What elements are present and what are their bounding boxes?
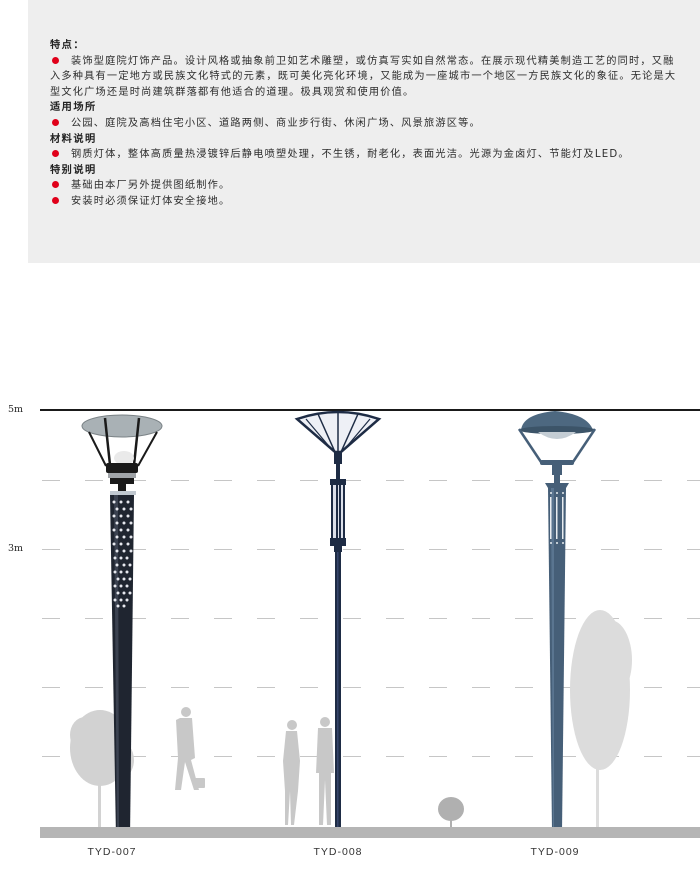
special-notes-heading: 特别说明 xyxy=(50,164,97,176)
tree-right-icon xyxy=(570,610,632,827)
red-bullet-icon xyxy=(52,181,59,189)
spec-content: 特点： 装饰型庭院灯饰产品。设计风格或抽象前卫如艺术雕塑，或仿真写实如自然常态。… xyxy=(50,38,690,210)
special-note-item: 基础由本厂另外提供图纸制作。 xyxy=(50,178,690,194)
features-heading: 特点： xyxy=(50,40,86,51)
person-woman-icon xyxy=(283,720,300,825)
applications-item: 公园、庭院及高档住宅小区、道路两侧、商业步行街、休闲广场、风景旅游区等。 xyxy=(50,116,690,132)
special-note-text: 安装时必须保证灯体安全接地。 xyxy=(71,195,231,207)
special-note-item: 安装时必须保证灯体安全接地。 xyxy=(50,194,690,210)
height-label-5m: 5m xyxy=(8,404,24,415)
applications-text: 公园、庭院及高档住宅小区、道路两侧、商业步行街、休闲广场、风景旅游区等。 xyxy=(71,117,481,129)
red-bullet-icon xyxy=(52,56,59,64)
special-note-text: 基础由本厂另外提供图纸制作。 xyxy=(71,180,231,192)
materials-item: 钢质灯体，整体高质量热浸镀锌后静电喷塑处理，不生锈，耐老化，表面光洁。光源为金卤… xyxy=(50,147,690,163)
lamp-tyd-008 xyxy=(294,410,382,838)
features-text: 装饰型庭院灯饰产品。设计风格或抽象前卫如艺术雕塑，或仿真写实如自然常态。在展示现… xyxy=(50,54,690,101)
materials-heading: 材料说明 xyxy=(50,133,97,145)
materials-text: 钢质灯体，整体高质量热浸镀锌后静电喷塑处理，不生锈，耐老化，表面光洁。光源为金卤… xyxy=(71,149,630,161)
ground-line xyxy=(40,827,700,838)
height-line-5m xyxy=(40,409,700,411)
person-man-icon xyxy=(316,717,334,825)
height-label-3m: 3m xyxy=(8,543,24,554)
features-line-3: 型文化广场还是时尚建筑群落都有他适合的道理。极具观赏和使用价值。 xyxy=(50,86,415,98)
lamp-tyd-007 xyxy=(81,414,163,838)
red-bullet-icon xyxy=(52,150,59,158)
grid-line xyxy=(42,618,700,619)
model-label-tyd-009: TYD-009 xyxy=(530,846,580,858)
small-tree-icon xyxy=(438,797,464,827)
grid-line xyxy=(42,480,700,481)
person-walking-icon xyxy=(175,707,205,790)
red-bullet-icon xyxy=(52,196,59,204)
red-bullet-icon xyxy=(52,118,59,126)
model-label-tyd-007: TYD-007 xyxy=(87,846,137,858)
perforation-pattern xyxy=(112,500,133,608)
lamp-tyd-009 xyxy=(517,411,597,832)
specification-panel: 特点： 装饰型庭院灯饰产品。设计风格或抽象前卫如艺术雕塑，或仿真写实如自然常态。… xyxy=(28,0,700,263)
grid-line xyxy=(42,687,700,688)
model-label-tyd-008: TYD-008 xyxy=(313,846,363,858)
applications-heading: 适用场所 xyxy=(50,102,97,114)
features-line-2: 入多种具有一定地方或民族文化特式的元素，既可美化亮化环境，又能成为一座城市一个地… xyxy=(50,71,677,83)
features-line-1: 装饰型庭院灯饰产品。设计风格或抽象前卫如艺术雕塑，或仿真写实如自然常态。在展示现… xyxy=(71,55,675,67)
grid-line xyxy=(42,756,700,757)
grid-line xyxy=(42,549,700,550)
